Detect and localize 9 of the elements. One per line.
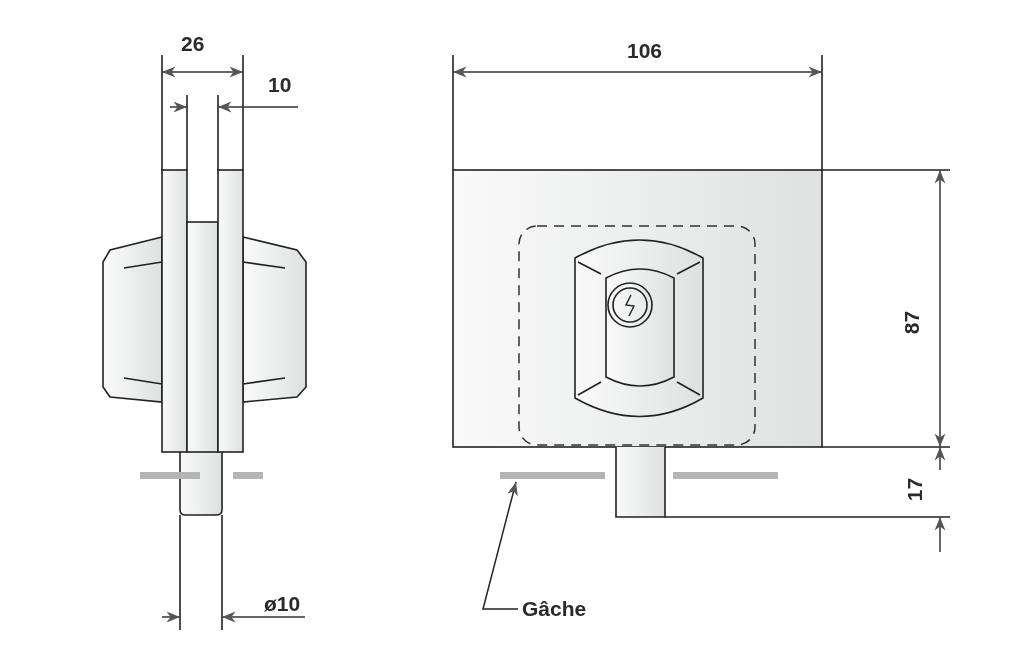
- part-label: Gâche: [522, 598, 587, 619]
- dimension-value: 26: [181, 33, 205, 54]
- leader-line: [482, 481, 519, 610]
- dimension-value: 87: [901, 310, 923, 335]
- dimension-value: 17: [904, 477, 926, 502]
- strike-plate-bar: [500, 472, 605, 479]
- dimension-value: ø10: [264, 593, 301, 614]
- dimension-value: 106: [627, 40, 663, 61]
- dimension-value: 10: [268, 74, 292, 95]
